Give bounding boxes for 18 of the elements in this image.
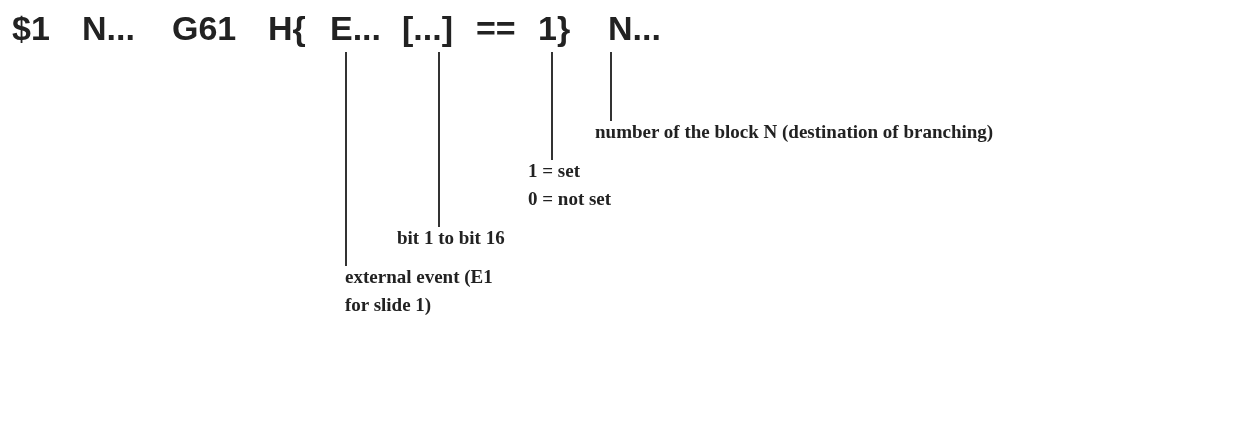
leader-line: [438, 51, 440, 228]
code-token: $1: [12, 8, 50, 48]
code-token: N...: [608, 8, 661, 48]
code-token: H{: [268, 8, 306, 48]
code-token: G61: [172, 8, 237, 48]
leader-line: [345, 51, 347, 267]
annotation-text: 1 = set: [528, 159, 581, 183]
code-token: 1}: [538, 8, 571, 48]
code-token: E...: [330, 8, 382, 48]
annotation-text: bit 1 to bit 16: [397, 224, 505, 252]
annotation-text: external event (E1 for slide 1): [345, 263, 495, 319]
leader-line: [551, 51, 553, 161]
code-token: [...]: [402, 8, 453, 48]
code-token: ==: [476, 8, 516, 48]
leader-line: [610, 51, 612, 122]
code-token: N...: [82, 8, 135, 48]
annotation-text: 0 = not set: [528, 187, 612, 211]
annotation-text: number of the block N (destination of branching): [595, 118, 994, 146]
